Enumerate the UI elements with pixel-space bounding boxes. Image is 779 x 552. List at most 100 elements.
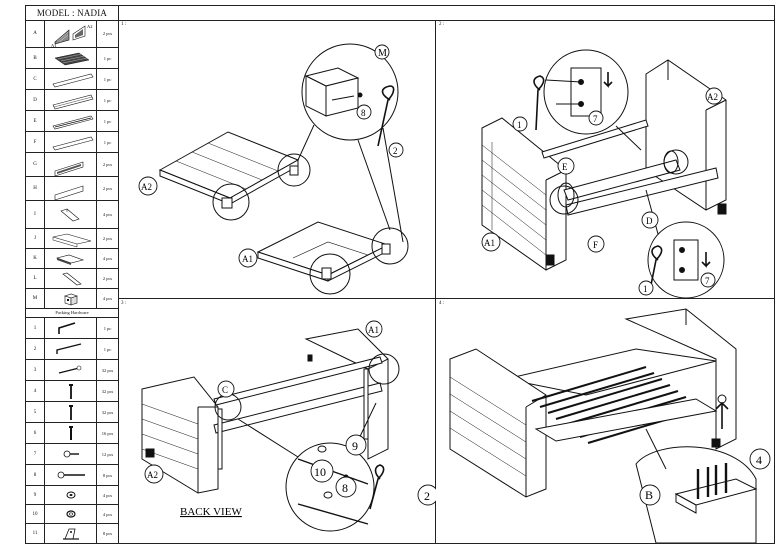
part-e-drawing (52, 115, 94, 130)
hardware-number: 8 (26, 465, 45, 485)
callout-d: D (646, 216, 653, 226)
part-row-h: H 2 pcs (26, 177, 118, 201)
lock-washer-icon (66, 510, 76, 518)
part-letter: L (26, 269, 45, 288)
part-qty: 2 pcs (96, 229, 118, 248)
part-k-drawing (55, 254, 85, 265)
callout-e: E (562, 162, 568, 172)
sub-part-label: A1 (51, 43, 57, 48)
part-qty: 2 pcs (96, 153, 118, 176)
part-qty: 1 pc (96, 132, 118, 152)
short-bolt-icon (63, 450, 79, 458)
step-1-panel: 1 : (118, 20, 436, 299)
part-letter: K (26, 249, 45, 268)
part-letter: M (26, 289, 45, 308)
part-letter: I (26, 201, 45, 228)
part-letter: J (26, 229, 45, 248)
part-qty: 1 pc (96, 48, 118, 68)
callout-7: 7 (705, 276, 710, 286)
part-a-drawing: A2 A1 (51, 24, 93, 48)
hardware-number: 6 (26, 423, 45, 443)
hardware-row-4: 4 32 pcs (26, 381, 118, 402)
hardware-number: 5 (26, 402, 45, 422)
part-qty: 4 pcs (96, 201, 118, 228)
hardware-number: 11 (26, 524, 45, 543)
wood-screw-icon (69, 426, 73, 440)
washer-icon (66, 491, 76, 499)
part-row-b: B 1 pc (26, 48, 118, 69)
hardware-qty: 8 pcs (96, 465, 118, 485)
part-row-g: G 2 pcs (26, 153, 118, 177)
part-letter: B (26, 48, 45, 68)
hardware-qty: 4 pcs (96, 505, 118, 523)
hardware-row-1: 1 1 pc (26, 318, 118, 339)
callout-f: F (593, 240, 598, 250)
model-title: MODEL : NADIA (26, 6, 118, 21)
long-screw-icon (58, 365, 82, 374)
part-qty: 1 pc (96, 90, 118, 110)
callout-10: 10 (314, 465, 326, 479)
part-d-drawing (52, 94, 94, 110)
header-strip (118, 6, 774, 21)
hardware-qty: 4 pcs (96, 486, 118, 504)
hardware-row-10: 10 4 pcs (26, 505, 118, 524)
part-row-m: M 4 pcs (26, 289, 118, 309)
step-4-illustration: 4 B (449, 308, 771, 544)
callout-b: B (645, 488, 653, 502)
hardware-number: 4 (26, 381, 45, 401)
step-4-panel: 4 : (436, 299, 774, 544)
allen-key-long-icon (58, 322, 76, 334)
hardware-qty: 8 pcs (96, 524, 118, 543)
parts-list: MODEL : NADIA A A2 A1 2 pcs B (26, 6, 119, 543)
hardware-qty: 32 pcs (96, 402, 118, 422)
part-qty: 2 pcs (96, 177, 118, 200)
part-qty: 4 pcs (96, 249, 118, 268)
hardware-row-5: 5 32 pcs (26, 402, 118, 423)
callout-1: 1 (517, 120, 522, 130)
part-g-drawing (54, 161, 84, 177)
callout-a2: A2 (141, 182, 152, 192)
part-qty: 4 pcs (96, 289, 118, 308)
part-row-k: K 4 pcs (26, 249, 118, 269)
back-view-label: BACK VIEW (180, 506, 242, 518)
step-number: 2 : (439, 22, 445, 27)
step-number: 4 : (439, 301, 445, 306)
part-m-drawing (64, 293, 78, 306)
callout-a2: A2 (147, 470, 158, 480)
callout-a1: A1 (242, 254, 253, 264)
step-2-illustration: A2 1 7 E F D A1 1 7 (481, 49, 727, 299)
hardware-number: 7 (26, 444, 45, 464)
bracket-icon (63, 528, 79, 540)
sheet-frame: MODEL : NADIA A A2 A1 2 pcs B (25, 5, 775, 544)
callout-m: M (378, 48, 387, 59)
callout-c: C (222, 385, 228, 395)
callout-9: 9 (352, 439, 358, 453)
callout-a2: A2 (707, 92, 718, 102)
callout-8: 8 (342, 481, 348, 495)
hardware-qty: 32 pcs (96, 381, 118, 401)
long-bolt-icon (57, 471, 85, 479)
part-row-c: C 1 pc (26, 69, 118, 90)
part-f-drawing (52, 136, 94, 151)
part-row-j: J 2 pcs (26, 229, 118, 249)
step-number: 1 : (121, 22, 127, 27)
hardware-qty: 12 pcs (96, 444, 118, 464)
sub-part-label: A2 (87, 24, 93, 29)
hardware-qty: 1 pc (96, 339, 118, 359)
hardware-number: 10 (26, 505, 45, 523)
hardware-row-8: 8 8 pcs (26, 465, 118, 486)
part-qty: 1 pc (96, 111, 118, 131)
hardware-row-2: 2 1 pc (26, 339, 118, 360)
callout-2: 2 (393, 146, 398, 156)
hardware-qty: 1 pc (96, 318, 118, 338)
step-3-illustration: A1 C A2 9 10 8 2 BACK VIEW (141, 320, 439, 532)
callout-a1: A1 (368, 325, 379, 335)
part-row-d: D 1 pc (26, 90, 118, 111)
step-1-illustration: M 8 2 A2 A1 (138, 43, 409, 295)
callout-7: 7 (593, 114, 598, 124)
part-row-e: E 1 pc (26, 111, 118, 132)
part-qty: 2 pcs (96, 20, 118, 47)
part-letter: G (26, 153, 45, 176)
step-3-panel: 3 : (118, 299, 439, 543)
